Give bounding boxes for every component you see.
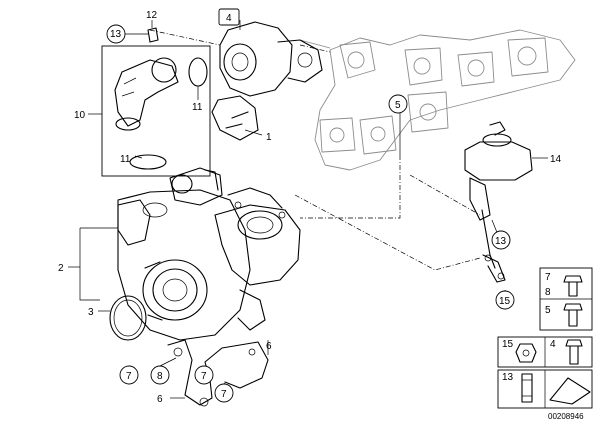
fastener-legend: 7 8 5 15 4 13 [497, 267, 593, 409]
stud-13-icon [521, 373, 533, 403]
callout-13-right-badge [491, 230, 511, 250]
callout-13-right: 13 [495, 236, 507, 247]
callout-6-right: 6 [266, 341, 272, 352]
callout-8: 8 [157, 371, 163, 382]
upper-turbocharger [211, 21, 323, 141]
callout-14: 14 [550, 154, 562, 165]
callout-7c-badge [214, 383, 234, 403]
gasket-ring-upper [188, 57, 208, 87]
callout-7c: 7 [221, 389, 227, 400]
callout-4: 4 [226, 13, 232, 24]
dashed-leader-lines [149, 29, 481, 271]
callout-5: 5 [395, 100, 401, 111]
legend-7: 7 [545, 272, 551, 283]
gasket-ring-3 [109, 295, 147, 341]
document-id: 00208946 [548, 412, 584, 421]
callout-8-badge [150, 365, 170, 385]
callout-12: 12 [146, 10, 158, 21]
vacuum-actuator [464, 121, 533, 269]
callout-7a-badge [119, 365, 139, 385]
legend-4: 4 [550, 339, 556, 350]
callout-15-badge [495, 290, 515, 310]
exhaust-manifold [299, 29, 576, 171]
callout-13-top-badge [106, 24, 126, 44]
callout-2: 2 [58, 263, 64, 274]
legend-15: 15 [502, 339, 514, 350]
callout-6-bottom: 6 [157, 394, 163, 405]
callouts: 12 13 4 10 11 11 1 5 14 2 3 13 15 6 7 [58, 8, 562, 405]
small-bolt-12 [147, 27, 159, 43]
callout-3: 3 [88, 307, 94, 318]
bolt-5-icon [563, 303, 583, 327]
intake-pipe [114, 57, 179, 131]
callout-11-upper: 11 [192, 102, 203, 113]
turbocharger-assembly [117, 167, 301, 341]
washer-wedge-icon [549, 377, 591, 405]
intake-pipe-box [101, 45, 211, 177]
callout-15: 15 [499, 296, 511, 307]
callout-7b: 7 [201, 371, 207, 382]
callout-13-top: 13 [110, 29, 122, 40]
bolt-4-icon [565, 339, 583, 365]
bolt-7-8-icon [563, 275, 583, 297]
gasket-ring-lower [129, 154, 167, 170]
callout-10: 10 [74, 110, 86, 121]
callout-4-badge [218, 8, 240, 26]
legend-5: 5 [545, 305, 551, 316]
legend-13: 13 [502, 372, 514, 383]
callout-7b-badge [194, 365, 214, 385]
callout-1: 1 [266, 132, 272, 143]
legend-8: 8 [545, 287, 551, 298]
leader-lines [68, 20, 548, 399]
callout-5-badge [388, 94, 408, 114]
callout-7a: 7 [126, 371, 132, 382]
nut-15-icon [515, 343, 537, 363]
callout-11-lower: 11 [120, 154, 131, 165]
gasket-ring-3-inner [113, 299, 143, 337]
linkage-rod [482, 254, 506, 283]
